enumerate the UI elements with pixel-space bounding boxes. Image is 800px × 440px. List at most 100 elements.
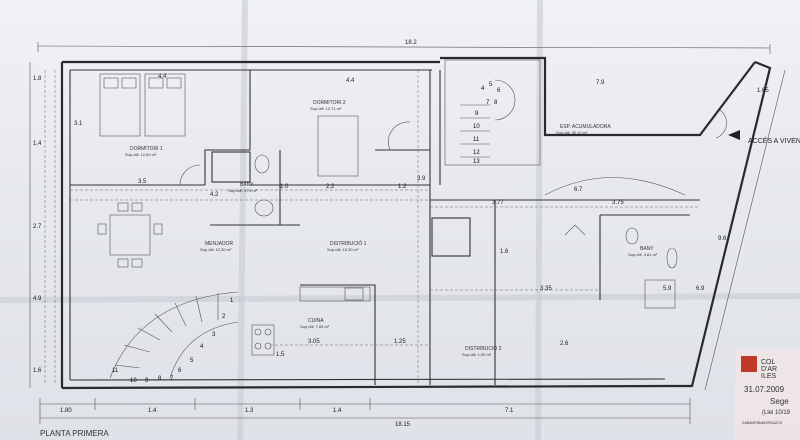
right-dimensions: 1.65 9.6 6.9 xyxy=(696,69,786,391)
stair-step-number: 9 xyxy=(475,111,479,117)
dim-label: 3.5 xyxy=(138,179,147,185)
bed-icon xyxy=(317,115,359,177)
dim-label: 3.9 xyxy=(417,176,426,182)
stair-step-number: 2 xyxy=(222,314,226,320)
dim-top-total: 18.2 xyxy=(405,40,417,46)
inner-dimensions: 4.4 4.4 3.1 3.5 2.2 1.2 7.9 6.7 3.75 3.7… xyxy=(74,74,672,358)
entrance-marker: ACCÉS A VIVENDA xyxy=(728,130,800,145)
dim-label: 4.2 xyxy=(210,192,219,198)
dim-label: 1.4 xyxy=(333,408,342,414)
upper-staircase: 4 5 6 7 8 9 10 11 12 13 xyxy=(444,59,541,166)
curved-wall xyxy=(544,177,686,196)
room-name: BANY xyxy=(240,182,254,188)
dim-label: 1.4 xyxy=(148,408,157,414)
dim-label: 3.35 xyxy=(540,286,552,292)
room-area: Sup.útil: 3,75 m² xyxy=(228,188,258,193)
shower-icon xyxy=(644,279,676,309)
sink-icon xyxy=(344,287,364,301)
dim-label: 1.25 xyxy=(394,339,406,345)
dim-bottom-total: 18.15 xyxy=(395,422,411,428)
stair-step-number: 12 xyxy=(473,150,480,156)
stair-step-number: 10 xyxy=(130,378,137,384)
stamp-date: 31.07.2009 xyxy=(744,385,785,394)
room-area: Sup.útil: 12,30 m² xyxy=(200,247,232,252)
toilet-icon xyxy=(254,154,270,174)
dim-label: 1.3 xyxy=(245,408,254,414)
room-name: BANY xyxy=(640,246,654,252)
room-name: DORMITORI 2 xyxy=(313,100,346,106)
room-labels: DORMITORI 1 Sup.útil: 12,60 m² DORMITORI… xyxy=(125,100,658,357)
counter-icon xyxy=(299,286,371,302)
lower-spiral-staircase: 11 10 9 8 7 6 5 4 3 2 1 xyxy=(109,291,239,384)
stamp-logo-icon xyxy=(741,356,757,372)
dim-label: 1.5 xyxy=(276,352,285,358)
room-name: DORMITORI 1 xyxy=(130,146,163,152)
stair-step-number: 7 xyxy=(170,376,174,382)
dim-label: 5.9 xyxy=(663,286,672,292)
interior-walls xyxy=(70,70,700,385)
dim-label: 3.75 xyxy=(612,200,624,206)
dim-label: 4.4 xyxy=(158,74,167,80)
room-area: Sup.útil: 12,60 m² xyxy=(125,152,157,157)
top-dimension: 18.2 xyxy=(37,40,771,54)
bed-icon xyxy=(99,73,141,137)
dim-label: 3.05 xyxy=(308,339,320,345)
bed-icon xyxy=(144,73,186,137)
college-stamp: COL D'AR ILES 31.07.2009 Sege (Llei 10/1… xyxy=(735,350,800,440)
stamp-text: ILES xyxy=(761,373,777,380)
stamp-code: 2AB84F85483F0A2C2 xyxy=(742,420,783,425)
stair-step-number: 5 xyxy=(489,82,493,88)
paper-fold xyxy=(237,0,248,440)
room-area: Sup.útil: 12,71 m² xyxy=(310,106,342,111)
sink-icon xyxy=(666,247,678,269)
left-dimensions: 1.8 1.4 2.7 4.9 1.6 xyxy=(29,62,42,388)
dim-label: 3.77 xyxy=(492,200,504,206)
dim-label: 2.7 xyxy=(33,224,42,230)
paper-fold xyxy=(535,0,543,440)
room-name: DISTRIBUCIÓ 2 xyxy=(465,345,502,352)
room-name: MENJADOR xyxy=(205,241,233,247)
dim-label: 4.4 xyxy=(346,78,355,84)
room-area: Sup.útil: 7,83 m² xyxy=(300,324,330,329)
stair-step-number: 11 xyxy=(473,137,480,143)
shower-icon xyxy=(211,151,251,183)
room-name: ESP. ACUMULADORA xyxy=(560,124,611,130)
dim-label: 1.6 xyxy=(33,368,42,374)
stamp-text: (Llei 10/19 xyxy=(762,410,791,416)
stair-step-number: 3 xyxy=(212,332,216,338)
dim-label: 1.65 xyxy=(757,88,769,94)
dim-label: 1.8 xyxy=(33,76,42,82)
bottom-dimensions: 1.80 1.4 1.3 1.4 7.1 18.15 xyxy=(39,398,691,428)
stair-step-number: 4 xyxy=(481,86,485,92)
shower-icon xyxy=(431,217,471,257)
dim-label: 1.2 xyxy=(398,184,407,190)
dim-label: 1.4 xyxy=(33,141,42,147)
doors xyxy=(179,109,727,236)
dim-label: 4.9 xyxy=(33,296,42,302)
stair-step-number: 1 xyxy=(230,298,234,304)
dim-label: 1.80 xyxy=(60,408,72,414)
room-area: Sup.útil: 30,10 m² xyxy=(556,130,588,135)
outer-walls xyxy=(60,56,772,390)
furniture xyxy=(97,73,678,356)
dim-label: 2.2 xyxy=(326,184,335,190)
floor-title: PLANTA PRIMERA xyxy=(40,429,109,438)
stamp-text: D'AR xyxy=(761,366,777,373)
dimension-guides xyxy=(44,70,700,385)
room-area: Sup.útil: 4,81 m² xyxy=(628,252,658,257)
dim-label: 6.7 xyxy=(574,187,583,193)
toilet-icon xyxy=(625,227,639,245)
stamp-text: Sege xyxy=(770,397,789,406)
room-name: DISTRIBUCIÓ 1 xyxy=(330,240,367,247)
dim-label: 1.6 xyxy=(500,249,509,255)
stair-step-number: 11 xyxy=(112,368,119,374)
dim-label: 1.0 xyxy=(280,184,289,190)
paper-fold xyxy=(0,293,800,303)
stair-step-number: 9 xyxy=(145,378,149,384)
dim-label: 2.6 xyxy=(560,341,569,347)
sink-icon xyxy=(254,199,274,217)
stair-step-number: 4 xyxy=(200,344,204,350)
table-icon xyxy=(109,214,151,256)
